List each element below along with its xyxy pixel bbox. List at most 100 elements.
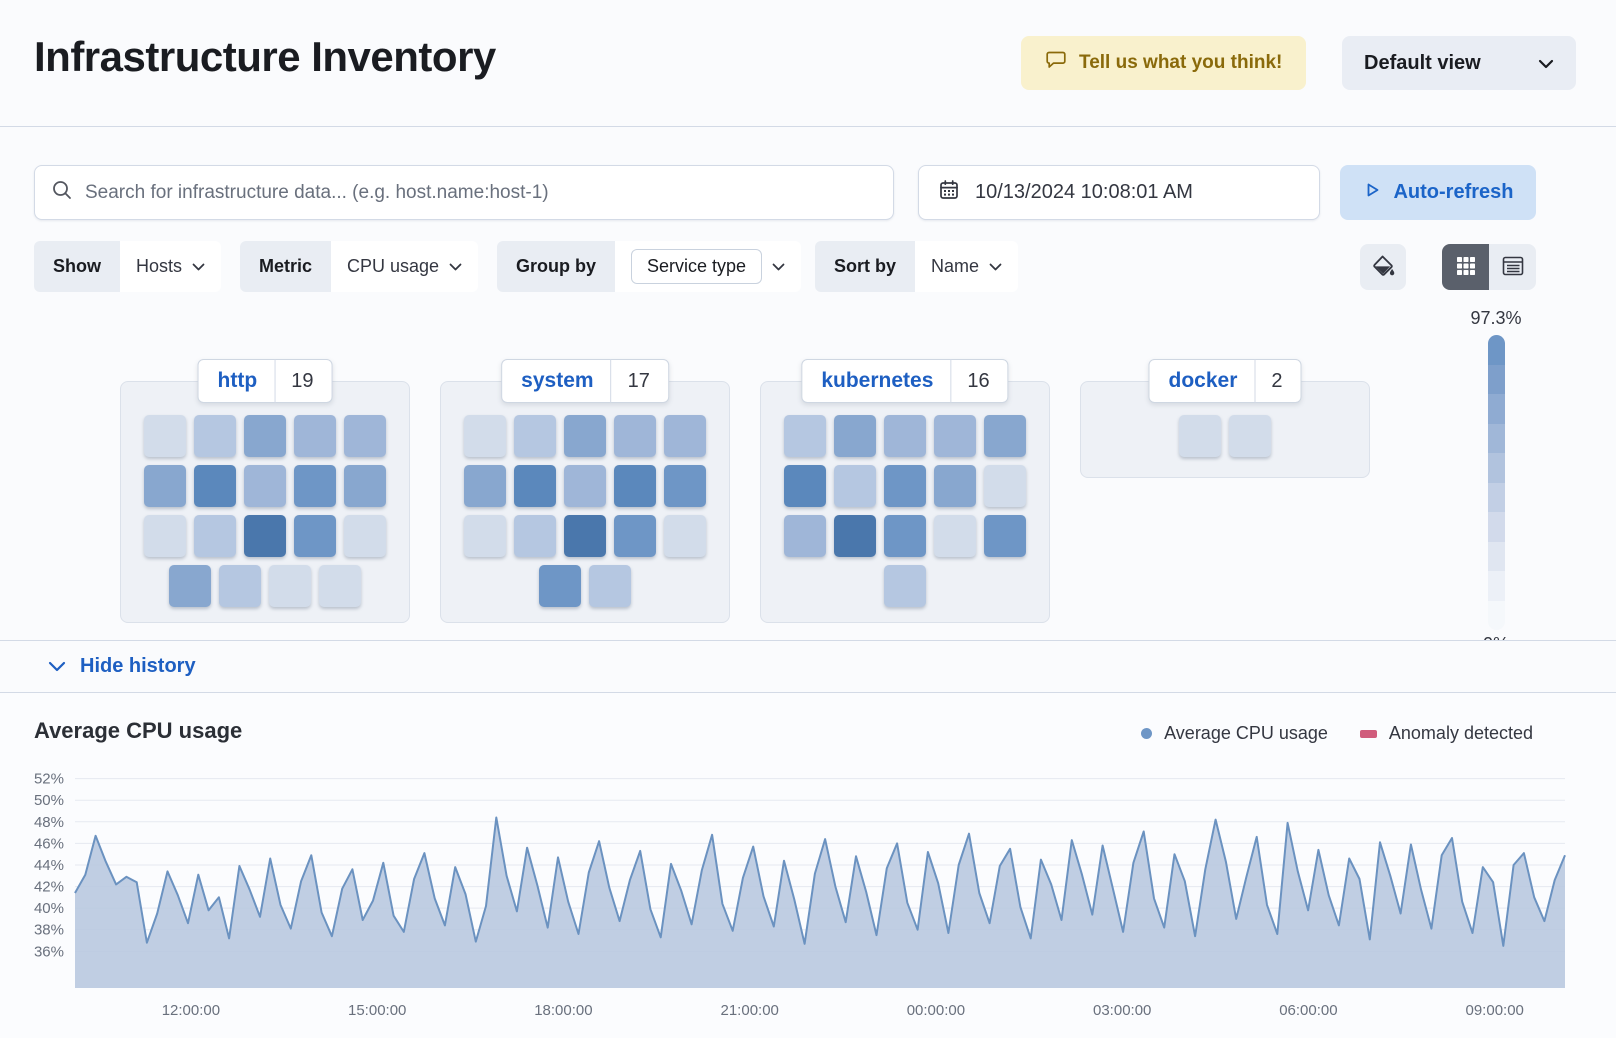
host-tile[interactable]	[784, 465, 826, 507]
view-dropdown[interactable]: Default view	[1342, 36, 1576, 90]
y-axis-tick-label: 48%	[34, 814, 64, 831]
legend-step	[1487, 335, 1505, 365]
tile-grid	[441, 382, 729, 607]
host-tile[interactable]	[194, 515, 236, 557]
host-tile[interactable]	[244, 415, 286, 457]
group-count: 19	[291, 369, 314, 392]
tile-row	[784, 415, 1026, 457]
y-axis-tick-label: 50%	[34, 792, 64, 809]
tile-row	[144, 415, 386, 457]
sort-by-filter-dropdown[interactable]: Name	[915, 241, 1018, 292]
tile-grid	[1081, 382, 1369, 457]
host-tile[interactable]	[514, 465, 556, 507]
host-tile[interactable]	[984, 515, 1026, 557]
host-tile[interactable]	[539, 565, 581, 607]
show-filter-group: Show Hosts	[34, 241, 222, 292]
speech-bubble-icon	[1045, 49, 1067, 77]
host-tile[interactable]	[589, 565, 631, 607]
chart-title: Average CPU usage	[34, 718, 243, 743]
host-tile[interactable]	[834, 465, 876, 507]
feedback-button[interactable]: Tell us what you think!	[1021, 36, 1307, 90]
host-tile[interactable]	[464, 415, 506, 457]
host-tile[interactable]	[219, 565, 261, 607]
legend-item-anomaly[interactable]: Anomaly detected	[1359, 723, 1533, 744]
show-filter-dropdown[interactable]: Hosts	[120, 241, 221, 292]
table-view-icon	[1502, 256, 1524, 279]
host-tile[interactable]	[664, 515, 706, 557]
host-tile[interactable]	[564, 465, 606, 507]
host-tile[interactable]	[984, 465, 1026, 507]
search-bar	[34, 165, 894, 220]
group-name-link[interactable]: http	[217, 369, 258, 392]
group-by-selected-pill[interactable]: Service type	[631, 249, 763, 284]
host-tile[interactable]	[144, 515, 186, 557]
host-tile[interactable]	[344, 415, 386, 457]
waffle-group-system: system 17	[440, 359, 730, 623]
host-tile[interactable]	[614, 515, 656, 557]
host-tile[interactable]	[784, 515, 826, 557]
legend-item-avg-cpu[interactable]: Average CPU usage	[1141, 723, 1328, 744]
metric-filter-dropdown[interactable]: CPU usage	[331, 241, 478, 292]
host-tile[interactable]	[614, 415, 656, 457]
host-tile[interactable]	[464, 465, 506, 507]
view-mode-toggle	[1442, 244, 1536, 290]
chevron-down-icon	[989, 263, 1002, 270]
group-name-link[interactable]: docker	[1168, 369, 1238, 392]
group-by-filter-dropdown[interactable]: Service type	[615, 241, 801, 292]
host-tile[interactable]	[834, 515, 876, 557]
auto-refresh-button[interactable]: Auto-refresh	[1340, 165, 1536, 220]
group-count: 2	[1271, 369, 1283, 392]
search-input[interactable]	[85, 181, 877, 204]
date-time-picker[interactable]: 10/13/2024 10:08:01 AM	[918, 165, 1320, 220]
host-tile[interactable]	[294, 515, 336, 557]
host-tile[interactable]	[514, 515, 556, 557]
host-tile[interactable]	[664, 415, 706, 457]
host-tile[interactable]	[884, 565, 926, 607]
host-tile[interactable]	[834, 415, 876, 457]
host-tile[interactable]	[319, 565, 361, 607]
host-tile[interactable]	[1179, 415, 1221, 457]
host-tile[interactable]	[244, 465, 286, 507]
host-tile[interactable]	[934, 465, 976, 507]
group-name-link[interactable]: kubernetes	[821, 369, 934, 392]
y-axis-tick-label: 44%	[34, 857, 64, 874]
host-tile[interactable]	[934, 515, 976, 557]
chevron-down-icon	[1538, 52, 1554, 75]
host-tile[interactable]	[934, 415, 976, 457]
host-tile[interactable]	[614, 465, 656, 507]
host-tile[interactable]	[984, 415, 1026, 457]
host-tile[interactable]	[564, 515, 606, 557]
host-tile[interactable]	[784, 415, 826, 457]
chevron-down-icon	[772, 263, 785, 270]
grid-view-button[interactable]	[1442, 244, 1489, 290]
host-tile[interactable]	[1229, 415, 1271, 457]
host-tile[interactable]	[244, 515, 286, 557]
tile-row	[464, 515, 706, 557]
host-tile[interactable]	[884, 515, 926, 557]
host-tile[interactable]	[144, 465, 186, 507]
y-axis-tick-label: 42%	[34, 879, 64, 896]
host-tile[interactable]	[269, 565, 311, 607]
host-tile[interactable]	[344, 465, 386, 507]
host-tile[interactable]	[294, 465, 336, 507]
host-tile[interactable]	[884, 465, 926, 507]
group-name-link[interactable]: system	[521, 369, 594, 392]
hide-history-label: Hide history	[80, 655, 196, 677]
host-tile[interactable]	[884, 415, 926, 457]
host-tile[interactable]	[344, 515, 386, 557]
host-tile[interactable]	[169, 565, 211, 607]
host-tile[interactable]	[514, 415, 556, 457]
table-view-button[interactable]	[1489, 244, 1536, 290]
tile-row	[144, 465, 386, 507]
host-tile[interactable]	[294, 415, 336, 457]
color-palette-button[interactable]	[1360, 244, 1406, 290]
host-tile[interactable]	[194, 465, 236, 507]
host-tile[interactable]	[564, 415, 606, 457]
hide-history-toggle[interactable]: Hide history	[48, 655, 196, 678]
host-tile[interactable]	[194, 415, 236, 457]
host-tile[interactable]	[664, 465, 706, 507]
host-tile[interactable]	[144, 415, 186, 457]
host-tile[interactable]	[464, 515, 506, 557]
badge-divider	[1254, 359, 1256, 403]
y-axis-tick-label: 38%	[34, 922, 64, 939]
